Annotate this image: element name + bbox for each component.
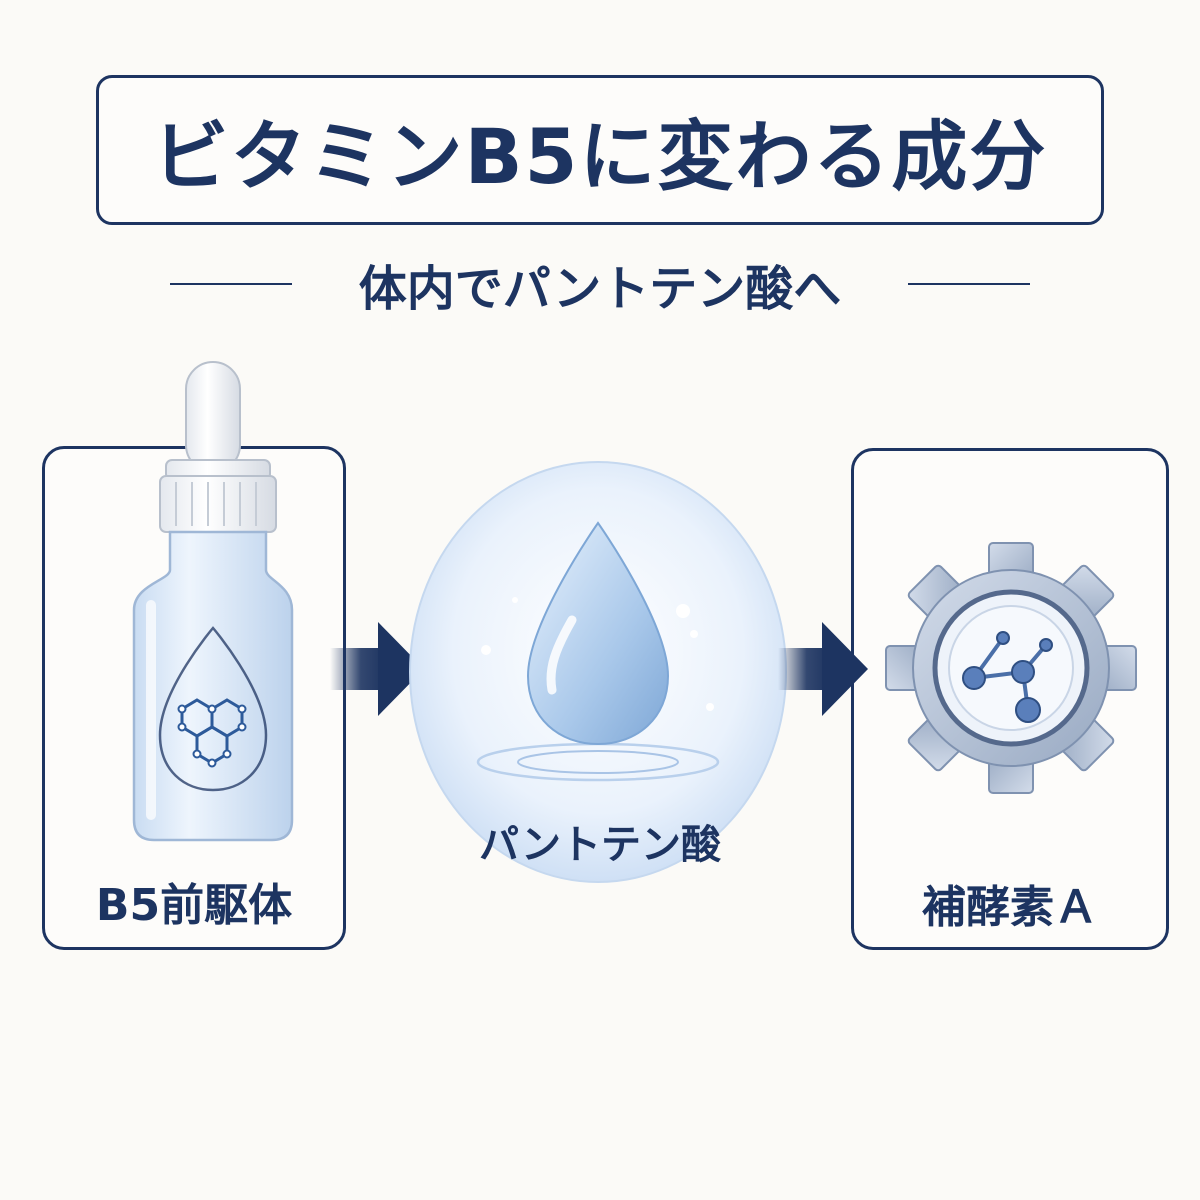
gear-molecule-icon (885, 542, 1137, 794)
page-title: ビタミンB5に変わる成分 (152, 112, 1048, 201)
subtitle-row: 体内でパントテン酸へ (170, 252, 1030, 317)
step-label-precursor: B5前駆体 (95, 880, 293, 931)
subtitle-rule-right (908, 283, 1030, 285)
water-drop-icon (409, 461, 787, 883)
title-box: ビタミンB5に変わる成分 (96, 75, 1104, 225)
subtitle: 体内でパントテン酸へ (358, 261, 842, 317)
arrow-right-icon (330, 622, 424, 716)
arrow-right-icon (778, 622, 868, 716)
dropper-bottle-icon (132, 361, 294, 842)
step-label-coenzyme: 補酵素Ａ (922, 882, 1098, 933)
step-label-pantothenic-acid: パントテン酸 (479, 822, 721, 868)
step-card-coenzyme: 補酵素Ａ (851, 448, 1169, 950)
subtitle-rule-left (170, 283, 292, 285)
